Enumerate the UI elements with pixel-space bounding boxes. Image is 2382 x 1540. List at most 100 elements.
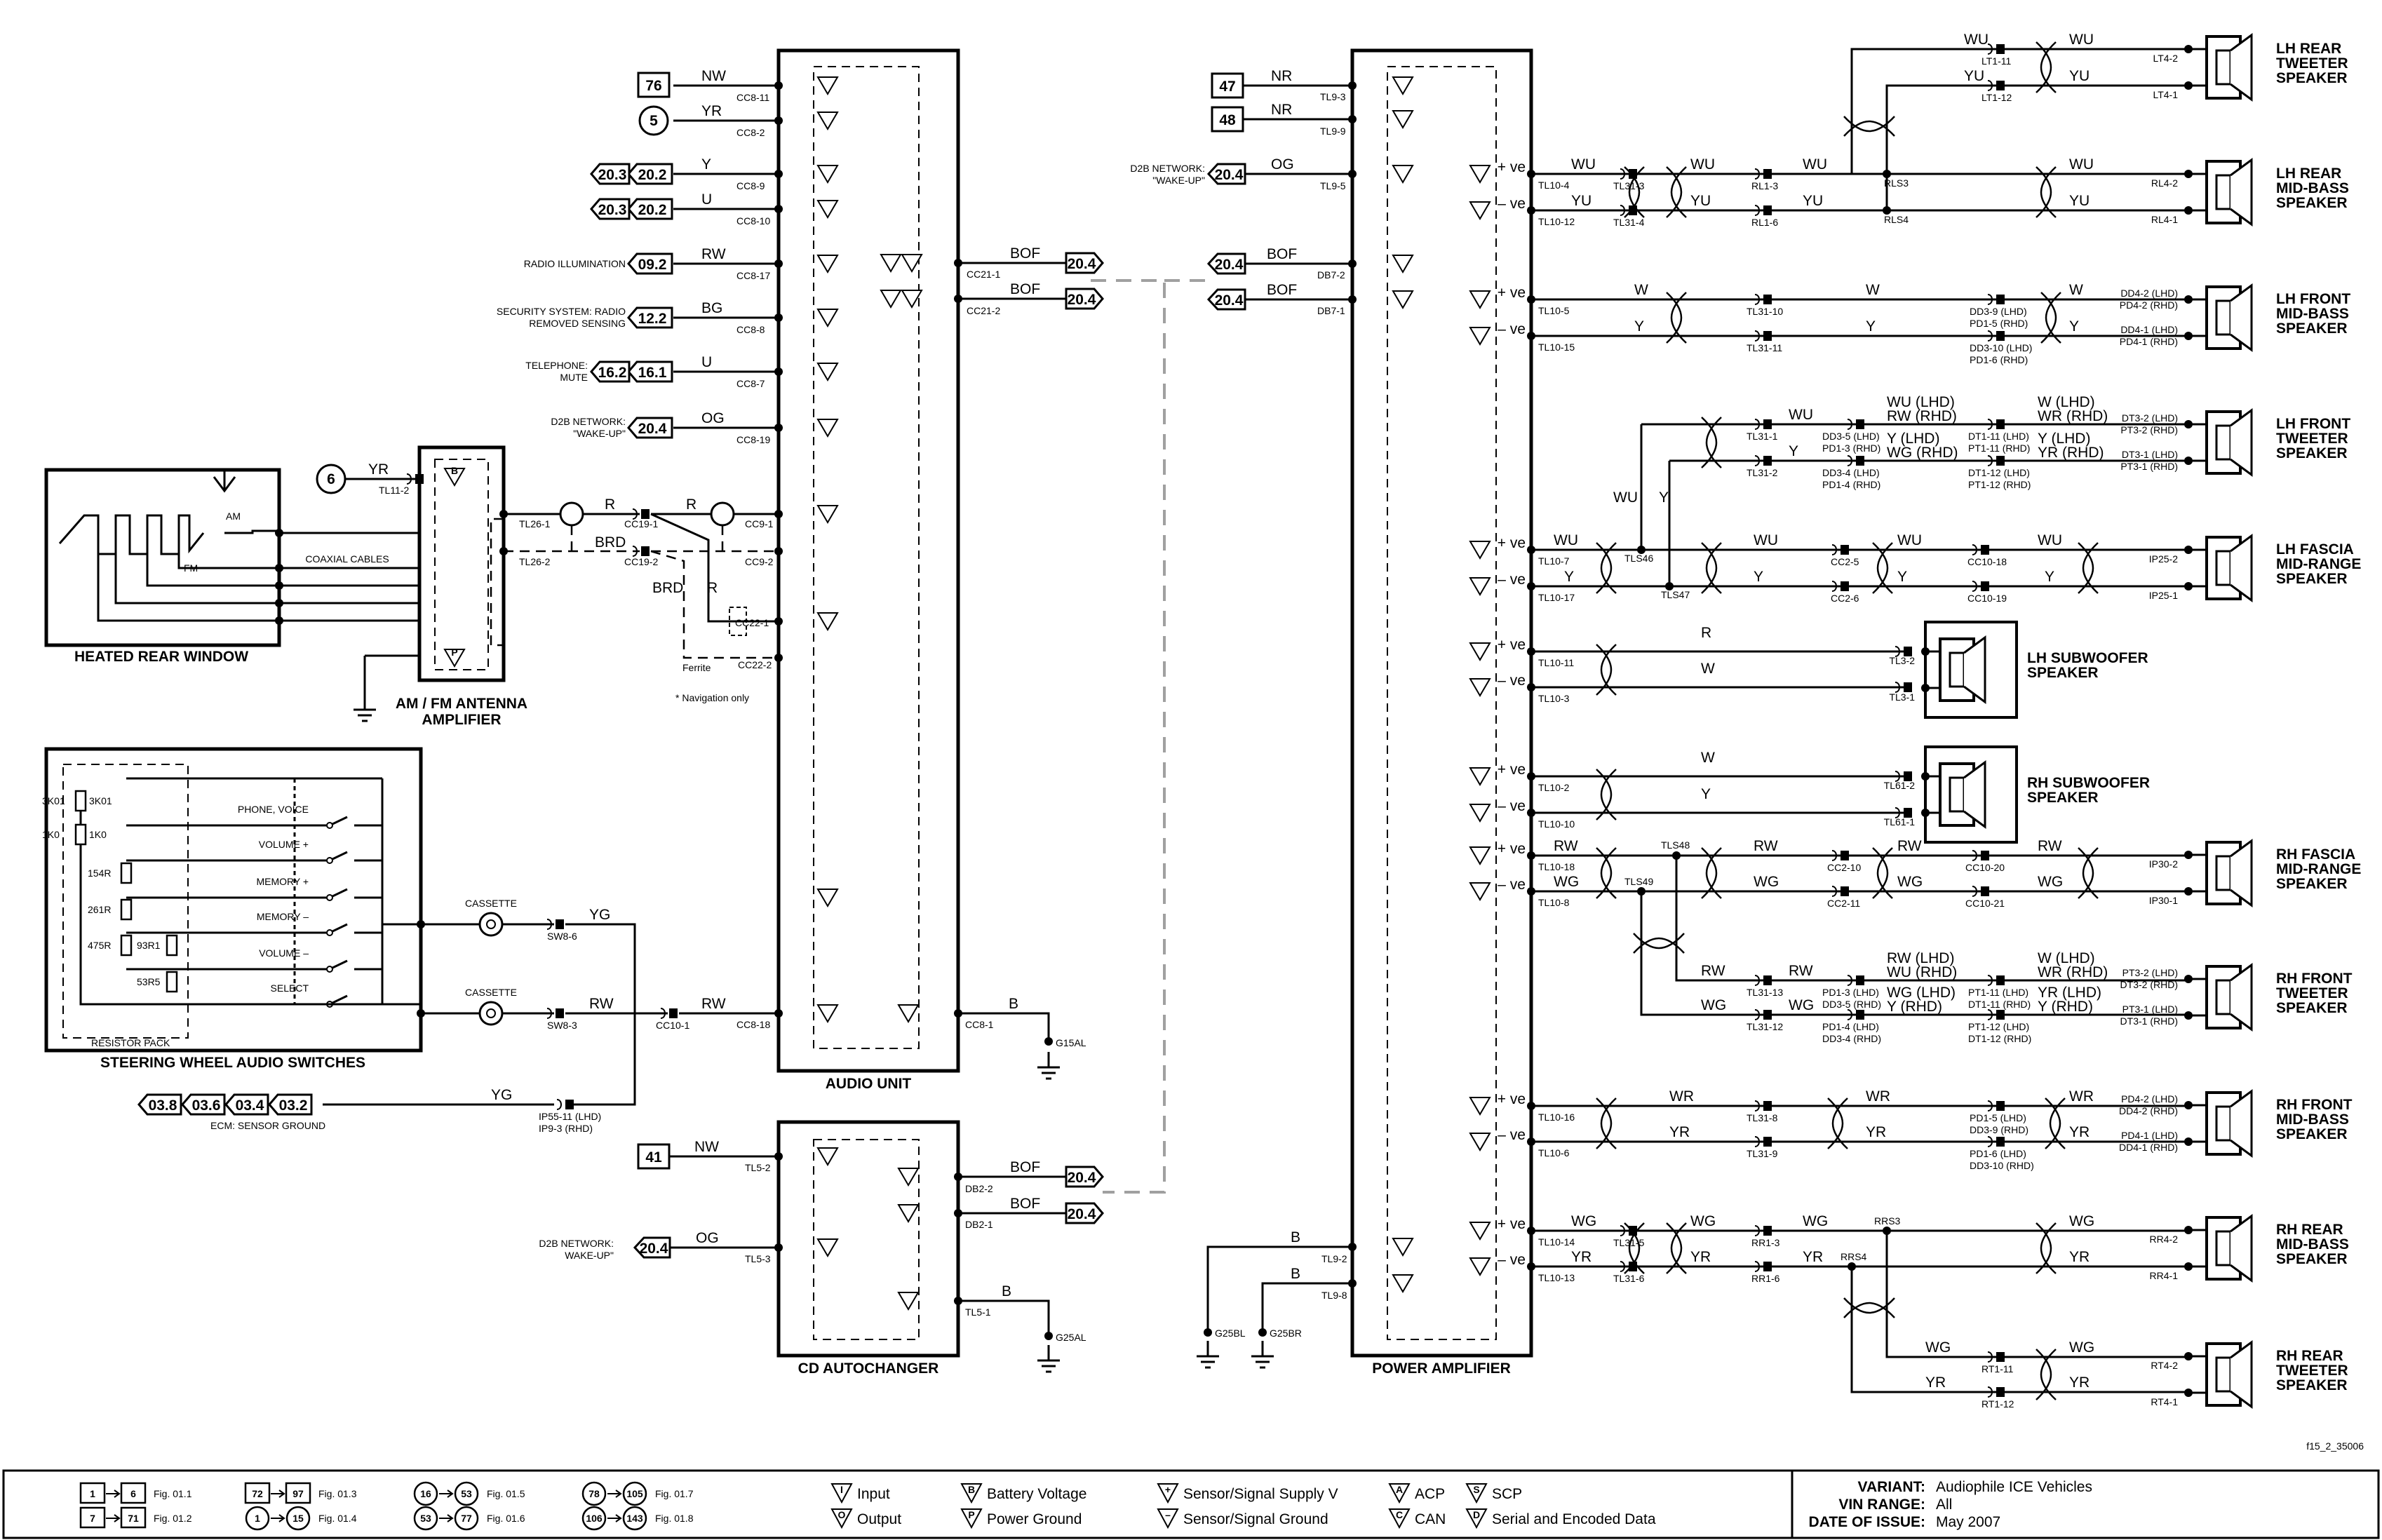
antenna-amplifier-label-2: AMPLIFIER	[422, 712, 501, 728]
audio-in-pin-label: CC8-19	[736, 434, 770, 445]
range-end: 97	[292, 1488, 304, 1499]
audio-in-wire-label: U	[701, 191, 712, 208]
ecm-ref-number: 03.6	[192, 1097, 221, 1114]
w-rhft-3: RW	[1789, 963, 1813, 979]
speaker-lead	[2188, 1355, 2207, 1394]
speaker-lead	[2188, 1104, 2207, 1143]
range-start: 78	[588, 1488, 600, 1499]
pin-tl9-9: TL9-9	[1320, 126, 1346, 137]
p-rt1-11: RT1-11	[1981, 1363, 2014, 1374]
speaker-pin: LT4-2	[2153, 53, 2178, 64]
range-box	[120, 1506, 147, 1529]
range-circle	[413, 1506, 438, 1531]
range-start: 1	[255, 1513, 260, 1524]
speaker-icon	[2205, 964, 2253, 1031]
pin-db2-1: DB2-1	[965, 1219, 993, 1230]
ref-arrow-2	[590, 198, 631, 220]
signal-description-2: REMOVED SENSING	[529, 318, 626, 329]
ref-arrow	[627, 417, 673, 439]
speaker-label-1: LH FRONT	[2276, 291, 2350, 307]
amp-pin-label: TL10-11	[1538, 657, 1574, 668]
w-rhft-12: Y (RHD)	[2038, 999, 2093, 1015]
pin-cc8-1: CC8-1	[965, 1019, 994, 1030]
wire-b-label: B	[1009, 996, 1018, 1012]
speaker-pin-b: DD4-2 (RHD)	[2119, 1105, 2178, 1116]
w-lhrm-2: YU	[1571, 193, 1592, 209]
symbol-label: Battery Voltage	[987, 1486, 1086, 1502]
power-amplifier: POWER AMPLIFIER	[1350, 48, 1533, 1377]
speaker-label-1: LH REAR	[2276, 166, 2341, 182]
amp-pin-label: TL10-4	[1538, 180, 1570, 191]
resistor-label-r: 3K01	[89, 795, 112, 806]
pin-dot	[774, 259, 783, 268]
p-cc2-11: CC2-11	[1827, 898, 1860, 909]
legend-symbol: +Sensor/Signal Supply V	[1157, 1483, 1338, 1504]
connector-ref-48: 48	[1219, 112, 1236, 128]
w-rhfa-7: RW	[2038, 838, 2062, 854]
range-start: 72	[252, 1488, 263, 1499]
w-lhft-6: WG (RHD)	[1887, 445, 1958, 461]
speaker-lead	[2188, 48, 2207, 87]
pin-dot	[774, 424, 783, 432]
antenna-to-audio-wiring: TL26-1 TL26-2 R BRD CC19-1 CC19-2 R CC9-…	[490, 497, 838, 703]
legend-symbol: –Sensor/Signal Ground	[1157, 1508, 1328, 1529]
range-fig: Fig. 01.5	[487, 1488, 525, 1499]
amp-polarity: – ve	[1498, 196, 1526, 212]
speaker-label-2: TWEETER	[2276, 55, 2348, 72]
speaker-pin-b: PD4-1 (RHD)	[2120, 336, 2178, 347]
connector-ref-41: 41	[645, 1149, 662, 1166]
range-start: 106	[586, 1513, 603, 1524]
speaker-pin-b: PT3-1 (RHD)	[2120, 461, 2178, 472]
w-lhfa-4: Y	[1754, 569, 1763, 585]
amp-pin-label: TL10-3	[1538, 693, 1570, 704]
p-pd1-5l: PD1-5 (LHD)	[1970, 1112, 2026, 1123]
p-pd1-6l: PD1-6 (LHD)	[1970, 1148, 2026, 1159]
audio-unit-label: AUDIO UNIT	[826, 1076, 912, 1092]
w-lhf-v2: Y	[1659, 489, 1669, 506]
range-fig: Fig. 01.7	[655, 1488, 694, 1499]
hrw-wires	[275, 529, 440, 722]
w-lhfa-1: WU	[1554, 532, 1578, 548]
amp-polarity: – ve	[1498, 1252, 1526, 1268]
amp-pin-label: TL10-5	[1538, 305, 1570, 316]
pin-type-triangle-icon	[830, 1483, 853, 1504]
resistor	[74, 790, 87, 812]
wire-b-amp-2: B	[1291, 1266, 1300, 1282]
pin-db7-1: DB7-1	[1317, 305, 1345, 316]
symbol-letter: C	[1396, 1509, 1403, 1520]
p-rr1-3: RR1-3	[1751, 1237, 1780, 1248]
signal-description: SECURITY SYSTEM: RADIO	[497, 306, 626, 317]
p-dt1-11r: DT1-11 (RHD)	[1968, 999, 2031, 1010]
pin-cc21-1: CC21-1	[967, 269, 1000, 280]
ground-g25bl: G25BL	[1215, 1328, 1246, 1339]
w-lhfm-3: W	[1866, 282, 1880, 298]
switch-node	[326, 857, 333, 864]
am-label: AM	[226, 511, 241, 522]
amp-pin-label: TL10-7	[1538, 555, 1570, 567]
p-dt1-11: DT1-11 (LHD)	[1968, 431, 2029, 442]
cd-autochanger-label: CD AUTOCHANGER	[798, 1360, 939, 1377]
range-start: 7	[90, 1513, 95, 1524]
speaker-pin: IP25-2	[2149, 553, 2178, 565]
wire-brd-label-2: BRD	[652, 580, 683, 596]
speaker-pin: DT3-2 (LHD)	[2122, 412, 2178, 424]
pin-tl26-2: TL26-2	[519, 556, 551, 567]
audio-in-pin-label: CC8-7	[736, 378, 765, 389]
p-dd3-10r: DD3-10 (RHD)	[1970, 1160, 2034, 1171]
range-fig: Fig. 01.3	[318, 1488, 357, 1499]
power-amplifier-label: POWER AMPLIFIER	[1372, 1360, 1511, 1377]
speaker-pin: PD4-2 (LHD)	[2121, 1093, 2178, 1105]
range-end: 105	[626, 1488, 643, 1499]
p-cc2-10: CC2-10	[1827, 862, 1861, 873]
amp-pin-label: TL10-6	[1538, 1147, 1570, 1159]
switch-label: VOLUME +	[259, 839, 309, 850]
w-rhft-11: YR (LHD)	[2038, 985, 2101, 1001]
symbol-letter: O	[838, 1509, 846, 1520]
w-rhrm-2: YR	[1571, 1249, 1592, 1265]
pin-cc22-2: CC22-2	[738, 659, 772, 670]
